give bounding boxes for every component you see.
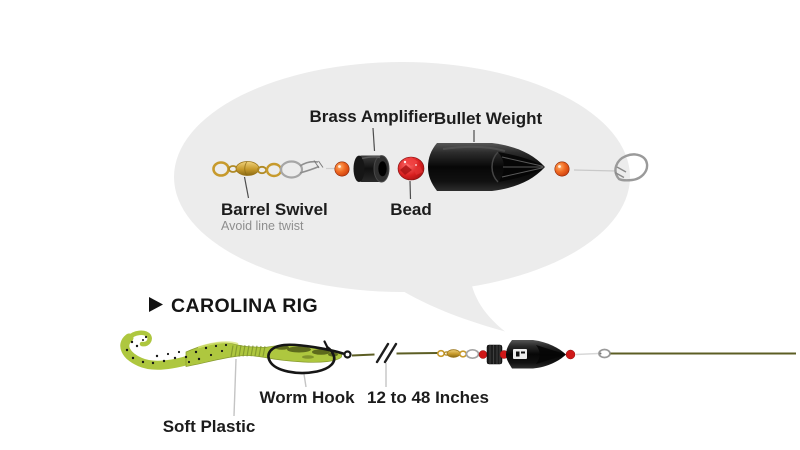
rig-bead-nose [565, 349, 576, 360]
snap-oval [279, 160, 304, 179]
leader-bead [409, 180, 412, 200]
speech-bubble-tail [380, 266, 505, 332]
line-segment-2 [396, 352, 438, 355]
rig-illustration [120, 330, 796, 417]
rig-bullet-label-mark [516, 351, 520, 357]
rig-line-swivel-knot [599, 352, 602, 355]
snap-clip-wire [614, 153, 649, 182]
label-barrel-swivel: Barrel Swivel [221, 200, 328, 219]
hook-bend [267, 343, 345, 375]
hook-eye [343, 350, 352, 359]
leader-worm-hook [303, 373, 307, 388]
snap-wire [299, 160, 320, 174]
label-soft-plastic: Soft Plastic [163, 417, 256, 436]
barrel-swivel [212, 160, 340, 179]
worm-ribs [230, 344, 266, 358]
line-break-icon [375, 342, 398, 364]
rig-bullet-label-mark-2 [521, 351, 525, 354]
brass-amplifier [353, 155, 390, 183]
rig-bead-left [478, 350, 488, 359]
amplifier-sheen [361, 156, 381, 160]
leader-barrel-swivel [243, 176, 250, 199]
label-worm-hook: Worm Hook [259, 388, 355, 407]
bead-orange-left [334, 161, 350, 177]
rig-snap-oval [465, 348, 480, 360]
bead-red [397, 156, 425, 181]
rig-labels: Worm Hook 12 to 48 Inches Soft Plastic [163, 388, 489, 436]
label-leader-length: 12 to 48 Inches [367, 388, 489, 407]
rig-line-swivel [598, 348, 611, 359]
label-brass-amplifier: Brass Amplifier [309, 107, 434, 126]
bead-orange-right [554, 161, 570, 177]
magnified-components [212, 143, 649, 191]
worm-highlight [197, 341, 239, 349]
label-barrel-swivel-note: Avoid line twist [221, 219, 304, 233]
rig-title: CAROLINA RIG [149, 295, 318, 317]
line-stub-right [573, 169, 617, 172]
hook-barb [323, 340, 329, 349]
worm-mottle [275, 345, 338, 359]
snap-clip-twist [614, 166, 627, 179]
leader-brass-amplifier [372, 127, 376, 152]
worm-tail-tip [126, 330, 152, 347]
speech-bubble [174, 62, 630, 332]
worm-tail [120, 333, 194, 370]
snap-clip-right [573, 153, 649, 182]
amplifier-left-cap [353, 155, 365, 182]
bullet-nose-rim [491, 151, 499, 183]
amplifier-hole [378, 161, 387, 177]
rig-title-text: CAROLINA RIG [171, 295, 318, 317]
rig-weight-stack [478, 340, 796, 369]
soft-plastic-worm [120, 330, 343, 370]
rig-bullet-nose [536, 345, 566, 364]
snap-wire-twist [313, 160, 324, 169]
swivel-barrel-band [244, 161, 248, 176]
worm-hook [267, 340, 352, 375]
bullet-gloss [442, 145, 506, 152]
leader-soft-plastic [233, 358, 237, 417]
worm-speckles [125, 335, 228, 365]
swivel-barrel [235, 161, 260, 176]
bubble-labels: Brass Amplifier Bullet Weight Barrel Swi… [221, 107, 542, 233]
rig-amplifier-ridges [489, 345, 501, 364]
fishing-line [351, 342, 438, 364]
bullet-weight [428, 143, 545, 191]
label-bead: Bead [390, 200, 432, 219]
rig-barrel-swivel [436, 348, 480, 360]
rig-bullet-label [513, 349, 527, 359]
label-bullet-weight: Bullet Weight [434, 109, 543, 128]
rig-bullet-weight [506, 340, 566, 369]
line-segment-1 [351, 353, 375, 357]
rig-clear-line [575, 352, 599, 356]
bullet-cone-streaks [501, 156, 545, 178]
right-triangle-icon [149, 297, 163, 312]
bullet-body [428, 143, 545, 191]
